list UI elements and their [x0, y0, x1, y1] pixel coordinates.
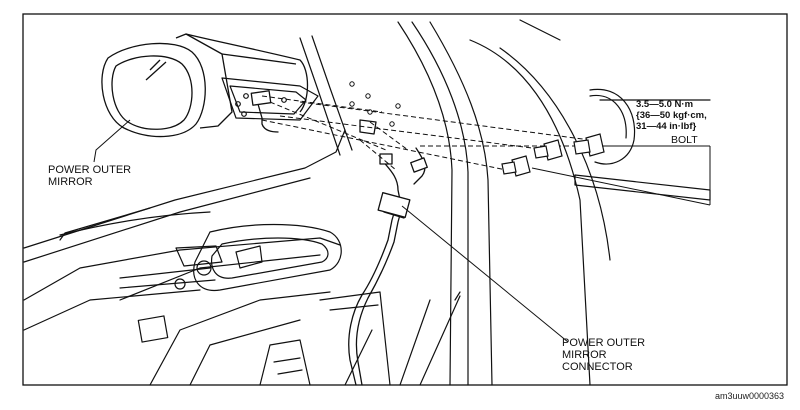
assembly-dashed-lines	[261, 95, 592, 173]
diagram-frame	[22, 13, 788, 386]
leader-lines	[93, 119, 711, 343]
mirror-label-line-1: POWER OUTER	[48, 164, 132, 176]
connector-label: POWER OUTER MIRROR CONNECTOR	[562, 337, 645, 373]
connector-wiring	[250, 90, 428, 386]
power-outer-mirror-drawing	[101, 33, 309, 138]
connector-label-line-2: MIRROR	[562, 349, 607, 361]
bolt-label: BOLT	[671, 134, 698, 146]
power-outer-mirror-label: POWER OUTER MIRROR	[48, 164, 131, 188]
figure-code: am3uuw0000363	[715, 391, 785, 401]
connector-label-line-3: CONNECTOR	[562, 361, 633, 373]
torque-line-3: 31—44 in·lbf}	[636, 121, 697, 132]
torque-line-2: {36—50 kgf·cm,	[636, 110, 707, 121]
connector-label-line-1: POWER OUTER	[562, 337, 646, 349]
door-holes	[349, 81, 401, 127]
torque-line-1: 3.5—5.0 N·m	[636, 99, 694, 110]
bolt-icon	[501, 133, 605, 177]
mirror-label-line-2: MIRROR	[48, 176, 93, 188]
torque-spec-label: 3.5—5.0 N·m {36—50 kgf·cm, 31—44 in·lbf}	[636, 99, 707, 132]
